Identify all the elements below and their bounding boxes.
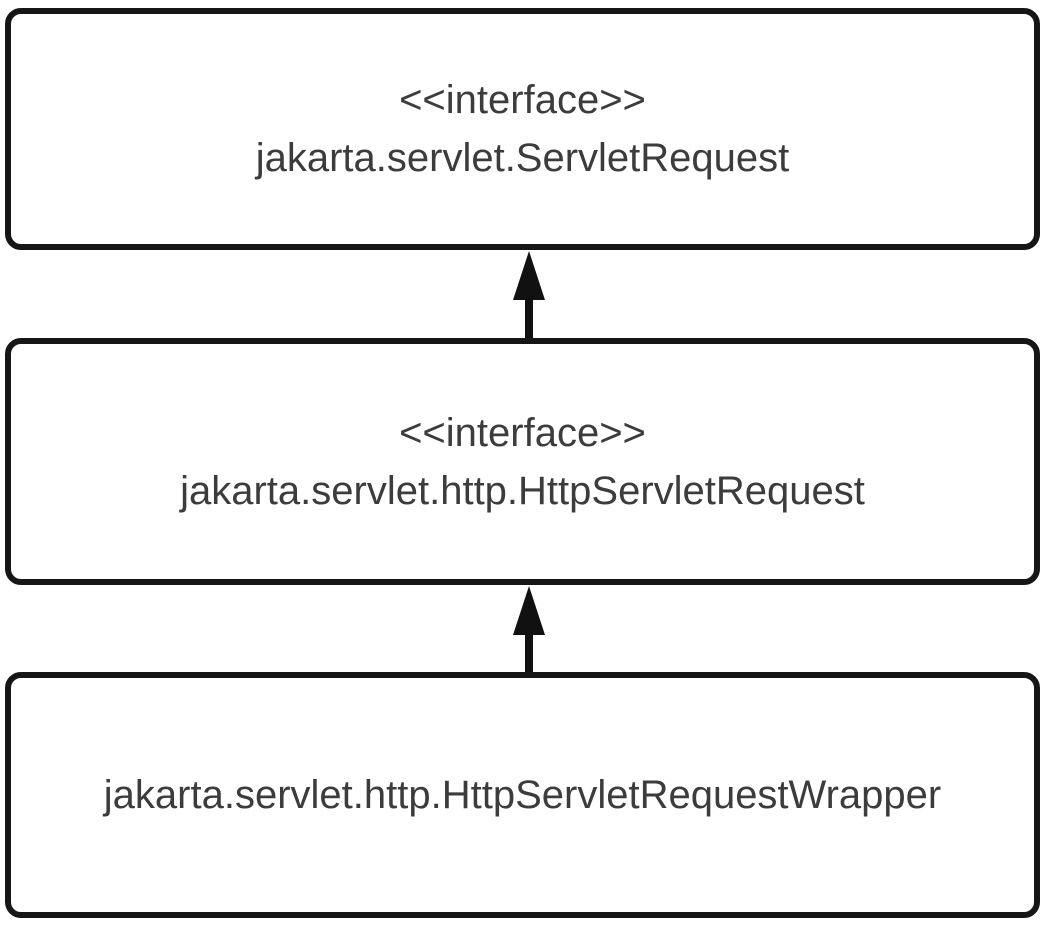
uml-node-http-servlet-request-wrapper: jakarta.servlet.http.HttpServletRequestW… bbox=[5, 672, 1040, 918]
class-name-label: jakarta.servlet.http.HttpServletRequest bbox=[180, 468, 865, 513]
stereotype-label: <<interface>> bbox=[399, 410, 646, 455]
uml-node-http-servlet-request: <<interface>> jakarta.servlet.http.HttpS… bbox=[5, 338, 1040, 585]
uml-node-servlet-request: <<interface>> jakarta.servlet.ServletReq… bbox=[5, 8, 1040, 250]
inheritance-arrow-icon bbox=[513, 586, 545, 672]
stereotype-label: <<interface>> bbox=[399, 78, 646, 122]
inheritance-arrow-icon bbox=[513, 251, 545, 338]
class-name-label: jakarta.servlet.ServletRequest bbox=[255, 136, 790, 180]
class-name-label: jakarta.servlet.http.HttpServletRequestW… bbox=[103, 773, 942, 817]
